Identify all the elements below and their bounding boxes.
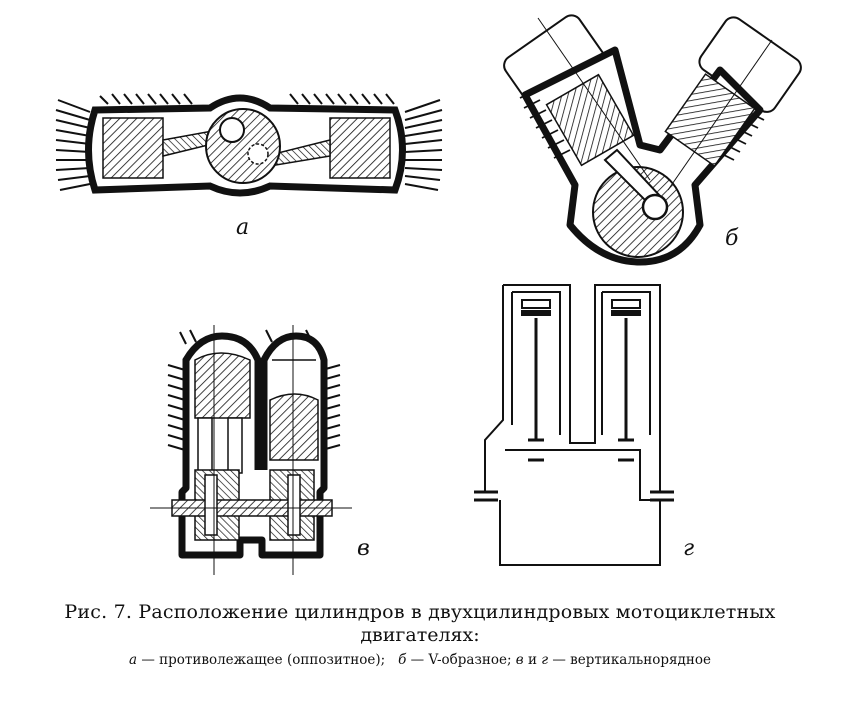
figure-a-letter: а: [236, 215, 250, 240]
legend-text-vg: — вертикальнорядное: [552, 652, 711, 668]
legend-letter-v: в: [515, 652, 524, 668]
figure-v-inline-section: [150, 325, 352, 575]
caption-title-line2: двигателях:: [360, 624, 480, 646]
figure-v-letter: в: [357, 536, 370, 561]
legend-letter-b: б: [398, 652, 407, 668]
caption-legend: а — противолежащее (оппозитное); б — V-о…: [20, 652, 820, 668]
figure-b-letter: б: [725, 226, 739, 251]
caption-title-line1: Рис. 7. Расположение цилиндров в двухцил…: [64, 601, 776, 623]
figure-caption: Рис. 7. Расположение цилиндров в двухцил…: [20, 601, 820, 668]
figure-a-opposed-engine: [55, 93, 443, 197]
legend-conj: и: [527, 652, 537, 668]
legend-letter-g: г: [541, 652, 549, 668]
legend-letter-a: а: [128, 652, 138, 668]
legend-text-a: — противолежащее (оппозитное);: [141, 652, 386, 668]
figure-g-inline-schematic: [474, 284, 674, 566]
legend-text-b: — V-образное;: [410, 652, 512, 668]
figure-g-letter: г: [683, 536, 695, 561]
figure-b-v-engine: [503, 14, 802, 266]
